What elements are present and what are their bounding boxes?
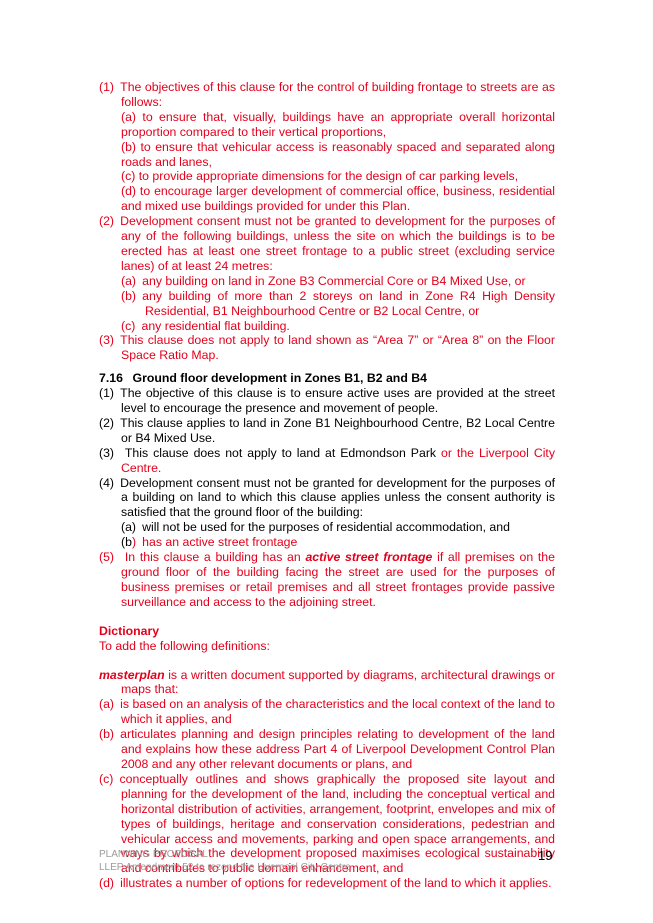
section-heading-7-16: 7.16 Ground floor development in Zones B…: [99, 371, 427, 386]
clause-item-1: (1) The objectives of this clause for th…: [99, 80, 555, 109]
item-4b-amendment: ) has an active street frontage: [131, 535, 298, 550]
dictionary-intro: To add the following definitions:: [99, 638, 270, 653]
footer-subtitle: LLEP Amendment 52 to rezone the Liverpoo…: [99, 861, 351, 873]
clause-item-1b: (b) to ensure that vehicular access is r…: [121, 139, 555, 169]
definition-term: masterplan: [99, 667, 165, 682]
section-716-item-3: (3) This clause does not apply to land a…: [99, 446, 555, 476]
section-716-item-5: (5) In this clause a building has an act…: [99, 550, 555, 610]
page-footer: PLANNING PROPOSAL LLEP Amendment 52 to r…: [99, 849, 351, 874]
footer-title: PLANNING PROPOSAL: [99, 849, 208, 860]
clause-item-2b: (b) any building of more than 2 storeys …: [121, 288, 555, 318]
item-3-text: (3) This clause does not apply to land a…: [99, 445, 437, 460]
page-number: 19: [538, 848, 553, 863]
dictionary-heading: Dictionary: [99, 623, 160, 638]
clause-item-1d: (d) to encourage larger development of c…: [121, 184, 555, 214]
clause-frontage: (1) The objectives of this clause for th…: [99, 80, 555, 363]
definition-item-d: (d) illustrates a number of options for …: [99, 876, 552, 891]
section-716-item-1: (1) The objective of this clause is to e…: [99, 386, 555, 416]
definition-item-c: (c) conceptually outlines and shows grap…: [99, 771, 555, 876]
definition-item-b: (b) articulates planning and design prin…: [99, 727, 555, 771]
item-4b-label: (b: [121, 535, 132, 550]
item-3-amendment: or the Liverpool City Centre.: [121, 445, 555, 475]
definition-item-a: (a) is based on an analysis of the chara…: [99, 697, 555, 727]
clause-item-2c: (c) any residential flat building.: [121, 318, 290, 333]
definition-masterplan: masterplan is a written document support…: [99, 668, 555, 892]
section-716-item-4b: (b) has an active street frontage: [99, 535, 555, 550]
item-5-pre: (5) In this clause a building has an: [99, 550, 306, 565]
item-5-post: if all premises on the ground floor of t…: [121, 550, 555, 609]
clause-item-2a: (a) any building on land in Zone B3 Comm…: [121, 273, 526, 288]
section-716-item-4: (4) Development consent must not be gran…: [99, 475, 555, 520]
clause-item-1c: (c) to provide appropriate dimensions fo…: [121, 169, 519, 184]
section-716-item-2: (2) This clause applies to land in Zone …: [99, 415, 555, 445]
definition-lead: masterplan is a written document support…: [99, 668, 555, 698]
clause-item-1a: (a) to ensure that, visually, buildings …: [121, 109, 555, 139]
definition-text: is a written document supported by diagr…: [121, 667, 555, 697]
page-content: (1) The objectives of this clause for th…: [99, 80, 555, 891]
section-716-item-4a: (a) will not be used for the purposes of…: [121, 520, 510, 535]
clause-item-2: (2) Development consent must not be gran…: [99, 214, 555, 273]
clause-item-3: (3) This clause does not apply to land s…: [99, 333, 555, 363]
item-5-term: active street frontage: [305, 550, 433, 565]
